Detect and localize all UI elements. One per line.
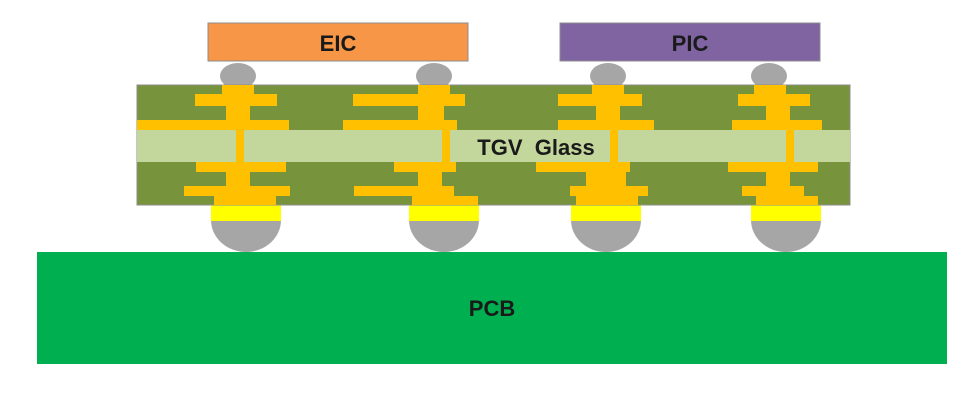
pad xyxy=(571,203,641,221)
pad xyxy=(409,203,479,221)
glass-label-bg xyxy=(462,131,610,161)
top-micro-bumps xyxy=(220,63,787,89)
solder-ball xyxy=(571,212,641,252)
solder-ball xyxy=(751,212,821,252)
micro-bump xyxy=(416,63,452,89)
bottom-pads xyxy=(211,203,821,221)
eic-label: EIC xyxy=(320,31,357,56)
pad xyxy=(751,203,821,221)
tgv-glass-label: TGV Glass xyxy=(477,135,594,160)
copper-via-stack xyxy=(728,85,822,205)
pic-chip xyxy=(559,22,821,62)
micro-bump xyxy=(220,63,256,89)
pcb-board xyxy=(37,252,947,364)
pad xyxy=(211,203,281,221)
copper-via-stack xyxy=(536,85,654,205)
eic-chip xyxy=(207,22,469,62)
solder-ball xyxy=(211,212,281,252)
copper-via-stack xyxy=(343,85,478,205)
solder-ball xyxy=(409,212,479,252)
micro-bump xyxy=(751,63,787,89)
copper-interconnects xyxy=(137,85,822,205)
copper-via-stack xyxy=(137,85,290,205)
bottom-solder-balls xyxy=(211,212,821,252)
micro-bump xyxy=(590,63,626,89)
pcb-label: PCB xyxy=(469,296,515,321)
pic-label: PIC xyxy=(672,31,709,56)
